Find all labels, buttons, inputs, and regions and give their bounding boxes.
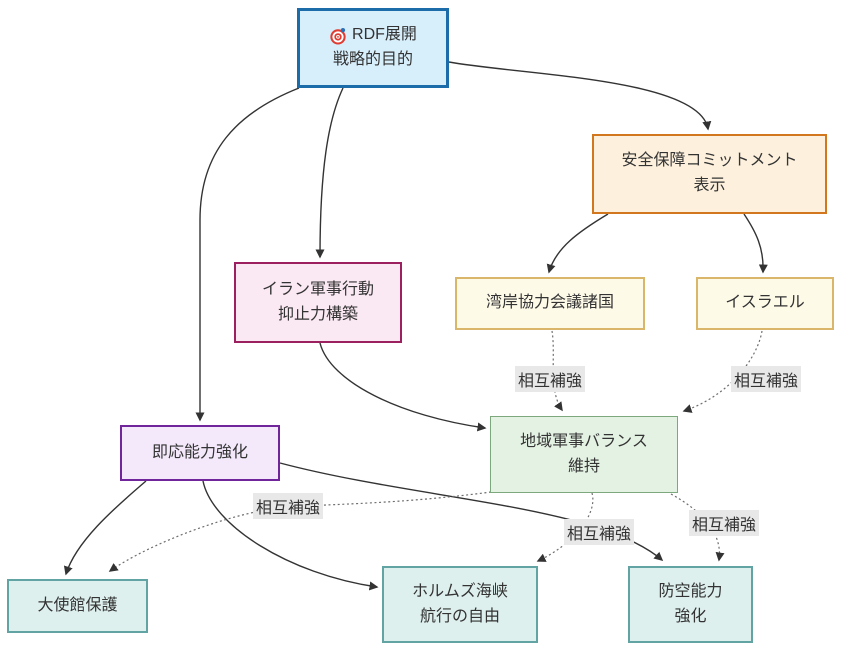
node-rdf-line2: 戦略的目的 — [332, 51, 413, 68]
node-rdf-line1: RDF展開 — [352, 26, 417, 44]
edge-label-israel-balance: 相互補強 — [730, 366, 802, 392]
edge-readiness-to-hormuz — [202, 480, 379, 591]
node-rdf-strategic-purpose: RDF展開 戦略的目的 — [297, 8, 449, 88]
target-icon — [329, 27, 347, 45]
node-israel: イスラエル — [696, 277, 834, 330]
node-hormuz-freedom: ホルムズ海峡 航行の自由 — [382, 566, 538, 643]
edge-rdf-to-iran — [315, 87, 344, 259]
edge-label-gcc-balance: 相互補強 — [514, 366, 586, 392]
edge-label-balance-hormuz: 相互補強 — [563, 519, 635, 545]
node-readiness: 即応能力強化 — [120, 425, 280, 481]
edge-label-balance-embassy: 相互補強 — [252, 493, 324, 519]
node-security-commitment: 安全保障コミットメント 表示 — [592, 134, 827, 214]
edge-commitment-to-gcc — [546, 213, 609, 274]
edge-commitment-to-israel — [743, 213, 768, 274]
node-air-defense: 防空能力 強化 — [628, 566, 753, 643]
edge-rdf-to-commitment — [448, 61, 712, 131]
edge-iran-to-balance — [319, 342, 487, 432]
node-regional-balance: 地域軍事バランス 維持 — [490, 416, 678, 493]
edge-rdf-to-readiness — [195, 87, 300, 422]
node-gcc: 湾岸協力会議諸国 — [455, 277, 645, 330]
edge-label-balance-airdefense: 相互補強 — [688, 510, 760, 536]
node-iran-deterrence: イラン軍事行動 抑止力構築 — [234, 262, 402, 343]
edge-readiness-to-embassy — [63, 480, 147, 576]
node-embassy-protection: 大使館保護 — [7, 579, 148, 633]
